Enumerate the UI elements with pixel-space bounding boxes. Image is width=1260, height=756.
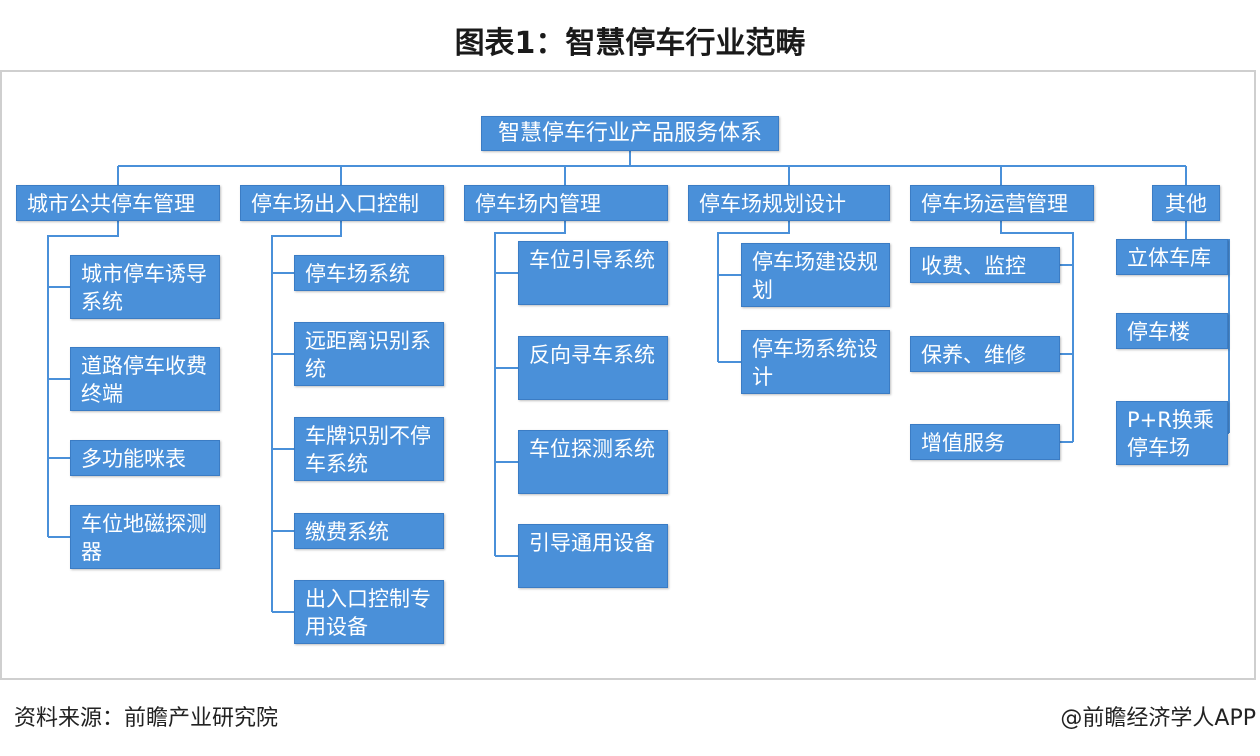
- category-operations-management: 停车场运营管理: [910, 185, 1094, 221]
- item-reverse-car-finding: 反向寻车系统: [518, 336, 668, 400]
- connector-g3-spine: [494, 221, 566, 556]
- connector-g5-spine: [1000, 221, 1074, 442]
- item-system-design: 停车场系统设计: [741, 330, 890, 394]
- category-other: 其他: [1152, 185, 1220, 221]
- item-stereo-garage: 立体车库: [1116, 239, 1228, 275]
- item-park-and-ride: P+R换乘停车场: [1116, 401, 1228, 465]
- root-node: 智慧停车行业产品服务体系: [481, 116, 779, 151]
- item-guidance-general-equipment: 引导通用设备: [518, 524, 668, 588]
- item-value-added-services: 增值服务: [910, 424, 1060, 460]
- item-urban-parking-guidance: 城市停车诱导系统: [70, 255, 220, 319]
- category-planning-design: 停车场规划设计: [688, 185, 890, 221]
- item-payment-system: 缴费系统: [294, 513, 444, 549]
- item-parking-building: 停车楼: [1116, 313, 1228, 349]
- item-road-parking-toll-terminal: 道路停车收费终端: [70, 347, 220, 411]
- item-maintenance-repair: 保养、维修: [910, 336, 1060, 372]
- category-in-lot-management: 停车场内管理: [464, 185, 668, 221]
- item-toll-monitoring: 收费、监控: [910, 247, 1060, 283]
- brand-credit: @前瞻经济学人APP: [1060, 706, 1256, 731]
- source-note: 资料来源：前瞻产业研究院: [14, 706, 279, 731]
- connector-g2-spine: [271, 221, 342, 612]
- item-entrance-control-equipment: 出入口控制专用设备: [294, 580, 444, 644]
- category-entrance-exit-control: 停车场出入口控制: [240, 185, 444, 221]
- connector-g1-spine: [47, 221, 119, 537]
- chart-title: 图表1：智慧停车行业范畴: [454, 26, 806, 61]
- item-multifunction-meter: 多功能咪表: [70, 440, 220, 476]
- diagram-frame: [0, 70, 1256, 680]
- item-parking-lot-system: 停车场系统: [294, 255, 444, 291]
- item-plate-recognition-nonstop: 车牌识别不停车系统: [294, 417, 444, 481]
- item-geomagnetic-detector: 车位地磁探测器: [70, 505, 220, 569]
- item-long-range-identification: 远距离识别系统: [294, 322, 444, 386]
- category-urban-public-parking: 城市公共停车管理: [16, 185, 220, 221]
- item-space-guidance-system: 车位引导系统: [518, 241, 668, 305]
- connector-g4-spine: [717, 221, 790, 362]
- item-construction-planning: 停车场建设规划: [741, 243, 890, 307]
- item-space-detection-system: 车位探测系统: [518, 430, 668, 494]
